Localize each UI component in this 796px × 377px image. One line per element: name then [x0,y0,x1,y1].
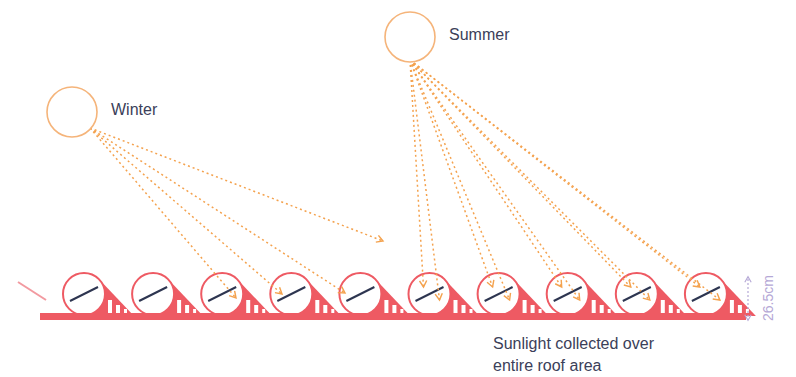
panel-unit [685,273,756,316]
panel-housing [547,273,589,315]
panel-unit [201,273,272,316]
sun-ray [410,60,424,287]
solar-panel [139,287,167,301]
roof-base [40,313,746,320]
mount-slot [193,309,196,313]
mount-slot [669,305,673,313]
solar-panel [70,287,98,301]
sun-ray [410,60,562,287]
mount-slot [470,309,473,313]
mount-slot [177,300,181,313]
mount-slot [677,309,680,313]
mount-slot [454,300,458,313]
sun-ray [90,128,345,293]
mount-slot [254,305,258,313]
mount-slot [400,309,403,313]
dimension-line [747,279,748,318]
panel-unit [478,273,549,316]
sun-ray [410,60,720,300]
sun-circle [45,85,99,139]
mount-slot [730,300,734,313]
mount-slot [108,300,112,313]
mount-slot [124,309,127,313]
season-label: Summer [449,25,509,45]
panel-unit [339,273,410,316]
mount-slot [315,300,319,313]
sun-node: Winter [45,85,161,139]
mount-slot [392,305,396,313]
mount-slot [331,309,334,313]
solar-panel [623,287,651,301]
mount-slot [600,305,604,313]
sun-ray [90,128,383,241]
sun-circle [47,87,97,137]
panel-unit [132,273,203,316]
sun-ray [410,60,580,300]
panel-housing [270,273,312,315]
panel-row [63,273,756,316]
panel-unit [616,273,687,316]
mount-slot [738,305,742,313]
sun-node: Summer [383,10,513,64]
mount-slot [384,300,388,313]
mount-slot [608,309,611,313]
solar-panel [554,287,582,301]
mount-slot [262,309,265,313]
panel-housing [339,273,381,315]
panel-housing [616,273,658,315]
panel-housing [132,273,174,315]
sun-ray [90,128,282,294]
panel-unit [63,273,134,316]
mount-slot [116,305,120,313]
panel-housing [478,273,520,315]
panel-unit [270,273,341,316]
mount-slot [661,300,665,313]
panel-unit [547,273,618,316]
panel-unit [409,273,480,316]
panel-housing [63,273,105,315]
mount-slot [592,300,596,313]
sun-ray [410,60,631,287]
solar-panel [346,287,374,301]
mount-slot [539,309,542,313]
panel-housing [409,273,451,315]
dimension-label: 26.5cm [757,275,779,321]
solar-panel [277,287,305,301]
sun-ray [90,128,236,298]
mount-slot [462,305,466,313]
mount-slot [185,305,189,313]
mount-slot [323,305,327,313]
roof-edge [18,282,46,300]
sun-ray [410,60,650,300]
season-label: Winter [111,100,157,120]
sun-ray [410,60,493,287]
mount-slot [523,300,527,313]
solar-panel [692,287,720,301]
sun-circle [383,10,437,64]
solar-panel [485,287,513,301]
panel-housing [201,273,243,315]
caption-note: Sunlight collected over entire roof area [493,333,693,377]
sun-ray [410,60,440,300]
sun-rays [90,60,720,300]
sun-circle [385,12,435,62]
mount-slot [246,300,250,313]
solar-panel [208,287,236,301]
mount-slot [531,305,535,313]
